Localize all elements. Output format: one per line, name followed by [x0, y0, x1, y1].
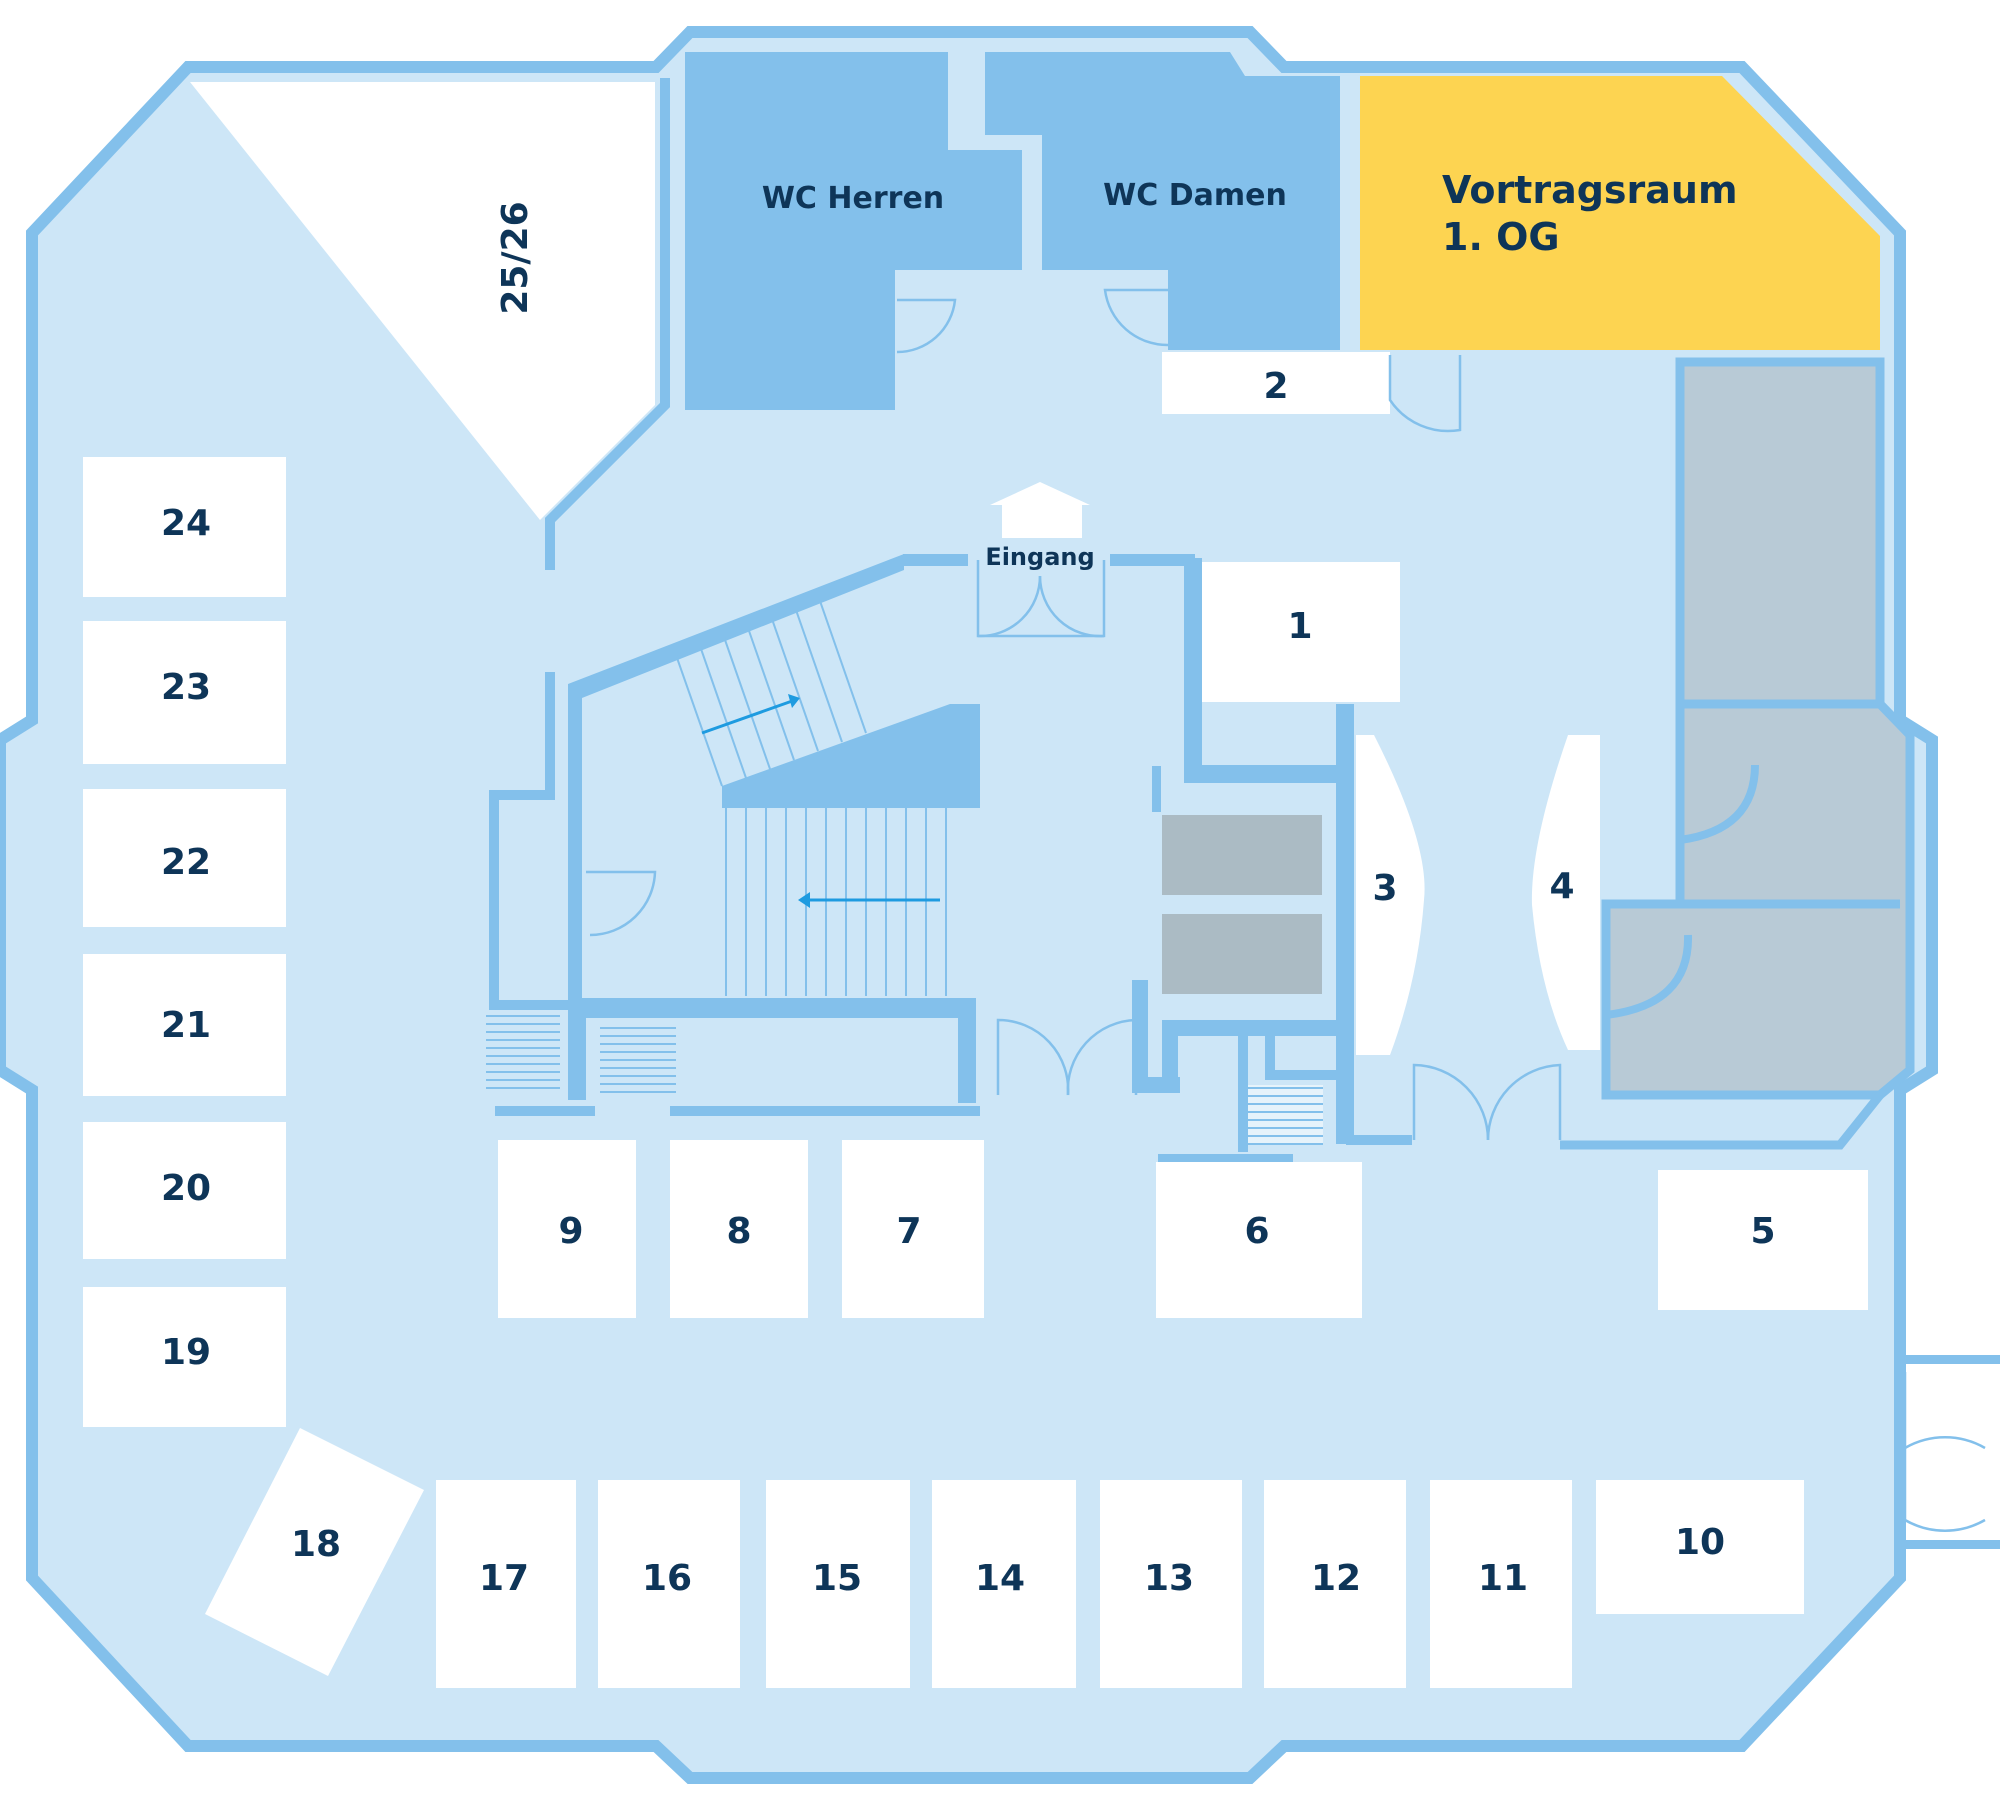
- booth-12[interactable]: 12: [1264, 1480, 1406, 1688]
- booth-14-label: 14: [975, 1558, 1025, 1599]
- booth-1-label: 1: [1287, 606, 1312, 647]
- wc-herren: WC Herren: [685, 52, 1022, 410]
- booth-13[interactable]: 13: [1100, 1480, 1242, 1688]
- booth-3-label: 3: [1372, 868, 1397, 909]
- stair-core: [568, 554, 980, 1103]
- stair-up-arrow-icon: [701, 698, 796, 735]
- building-floor: [0, 26, 1938, 1784]
- booth-19[interactable]: 19: [83, 1287, 286, 1427]
- booth-21[interactable]: 21: [83, 954, 286, 1096]
- booth-1[interactable]: 1: [1195, 562, 1400, 702]
- lower-stairs: [725, 808, 947, 996]
- service-rooms: [1560, 357, 1915, 1150]
- lift-2: [1162, 914, 1322, 994]
- lift-1: [1162, 815, 1322, 895]
- entrance-arrow-icon: [990, 482, 1090, 538]
- small-stair-3: [1248, 1085, 1323, 1145]
- booth-22-label: 22: [161, 842, 211, 883]
- booth-22[interactable]: 22: [83, 789, 286, 927]
- booth-10[interactable]: 10: [1596, 1480, 1804, 1614]
- wc-damen-label: WC Damen: [1103, 178, 1287, 213]
- booth-11-label: 11: [1478, 1558, 1528, 1599]
- booth-25-26[interactable]: 25/26: [190, 78, 670, 570]
- booth-24[interactable]: 24: [83, 457, 286, 597]
- booth-8-label: 8: [726, 1211, 751, 1252]
- booth-21-label: 21: [161, 1005, 211, 1046]
- booth-6[interactable]: 6: [1156, 1162, 1362, 1318]
- booth-16[interactable]: 16: [598, 1480, 740, 1688]
- booth-25-26-label: 25/26: [495, 201, 536, 314]
- booth-11[interactable]: 11: [1430, 1480, 1572, 1688]
- wc-damen: WC Damen: [985, 52, 1340, 350]
- booth-4[interactable]: 4: [1531, 735, 1600, 1050]
- booth-23[interactable]: 23: [83, 621, 286, 764]
- booth-8[interactable]: 8: [670, 1140, 808, 1318]
- vortragsraum[interactable]: Vortragsraum 1. OG: [1360, 76, 1880, 350]
- booth-15-label: 15: [812, 1558, 862, 1599]
- booth-18[interactable]: 18: [205, 1428, 424, 1676]
- wc-herren-label: WC Herren: [762, 181, 944, 216]
- booth-17[interactable]: 17: [436, 1480, 576, 1688]
- booth-23-label: 23: [161, 667, 211, 708]
- booth-17-label: 17: [479, 1558, 529, 1599]
- booth-14[interactable]: 14: [932, 1480, 1076, 1688]
- booth-13-label: 13: [1144, 1558, 1194, 1599]
- booth-6-label: 6: [1244, 1211, 1269, 1252]
- entrance-label: Eingang: [985, 543, 1094, 571]
- booth-5-label: 5: [1750, 1211, 1775, 1252]
- upper-stairs: [675, 600, 867, 787]
- booth-7[interactable]: 7: [842, 1140, 984, 1318]
- small-stair-2: [600, 1027, 676, 1093]
- booth-5[interactable]: 5: [1658, 1170, 1868, 1310]
- booth-12-label: 12: [1311, 1558, 1361, 1599]
- small-stair-1: [486, 1015, 560, 1089]
- booth-4-label: 4: [1549, 866, 1574, 907]
- booth-18-label: 18: [291, 1524, 341, 1565]
- booth-2-label: 2: [1263, 366, 1288, 407]
- booth-9[interactable]: 9: [498, 1140, 636, 1318]
- vortragsraum-label-line2: 1. OG: [1442, 215, 1560, 259]
- vortragsraum-label-line1: Vortragsraum: [1442, 168, 1738, 212]
- booth-16-label: 16: [642, 1558, 692, 1599]
- entrance[interactable]: Eingang: [985, 482, 1095, 571]
- booth-3[interactable]: 3: [1356, 735, 1425, 1055]
- booth-20-label: 20: [161, 1168, 211, 1209]
- side-door: [1900, 1355, 2000, 1549]
- booth-19-label: 19: [161, 1332, 211, 1373]
- booth-7-label: 7: [896, 1211, 921, 1252]
- booth-2[interactable]: 2: [1162, 352, 1390, 414]
- booth-15[interactable]: 15: [766, 1480, 910, 1688]
- booth-24-label: 24: [161, 503, 211, 544]
- booth-20[interactable]: 20: [83, 1122, 286, 1259]
- booth-10-label: 10: [1675, 1522, 1725, 1563]
- booth-9-label: 9: [558, 1211, 583, 1252]
